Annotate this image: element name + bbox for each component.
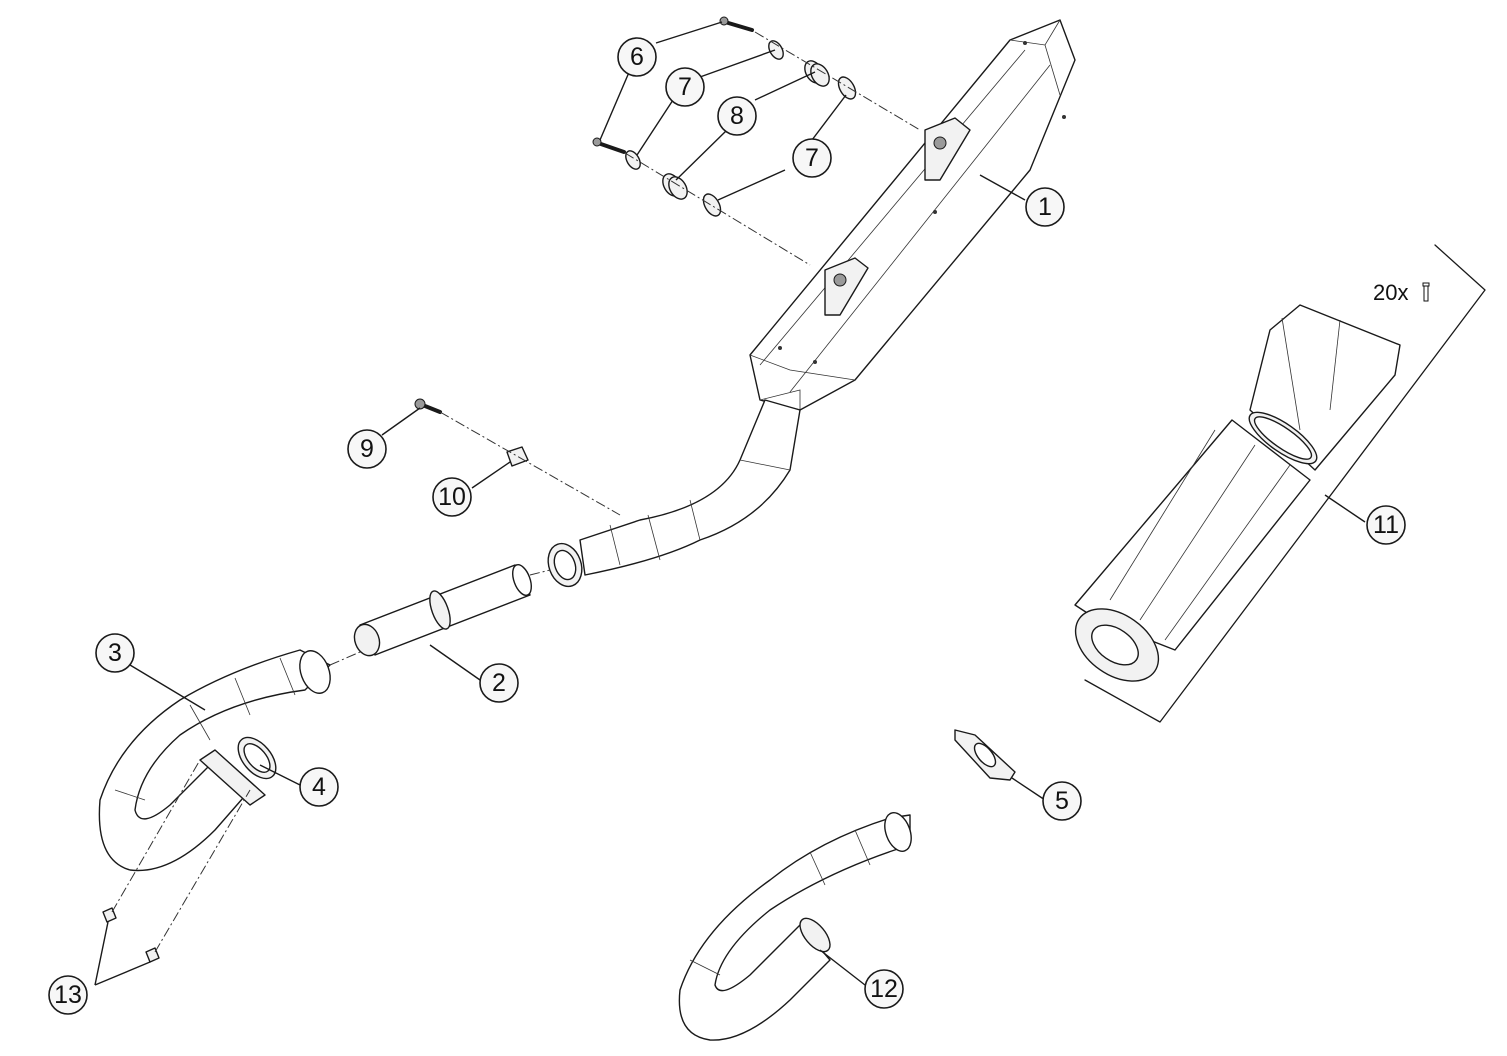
nut-part-13-a <box>102 907 117 923</box>
callout-4: 4 <box>299 767 339 807</box>
callout-label: 4 <box>312 773 326 801</box>
callout-label: 8 <box>730 102 744 130</box>
rivet-quantity-label: 20x <box>1373 280 1408 305</box>
assembly-centerlines <box>111 31 921 953</box>
callout-label: 11 <box>1373 511 1399 539</box>
nut-part-13-b <box>145 947 160 963</box>
washer-part-7-c <box>837 76 857 100</box>
callout-label: 7 <box>805 144 819 172</box>
clip-nut-part-10 <box>506 446 529 467</box>
callout-label: 7 <box>678 73 692 101</box>
callout-13: 13 <box>48 975 88 1015</box>
header-pipe-part-12 <box>678 812 912 1041</box>
callout-label: 13 <box>54 981 82 1009</box>
callout-1: 1 <box>1025 187 1065 227</box>
washer-part-7-a <box>768 40 784 60</box>
leader-lines <box>94 21 1366 986</box>
callout-10: 10 <box>432 477 472 517</box>
callout-5: 5 <box>1042 781 1082 821</box>
rivet-icon <box>1422 282 1430 302</box>
callout-2: 2 <box>479 663 519 703</box>
callout-label: 10 <box>438 483 466 511</box>
callout-label: 2 <box>492 669 506 697</box>
callout-11: 11 <box>1366 505 1406 545</box>
header-pipe-part-3 <box>98 649 331 872</box>
callout-12: 12 <box>864 969 904 1009</box>
callout-6: 6 <box>617 37 657 77</box>
callout-label: 3 <box>108 639 122 667</box>
washer-part-7-d <box>702 193 722 217</box>
callout-7-upper: 7 <box>665 67 705 107</box>
callout-7-right: 7 <box>792 138 832 178</box>
callout-9: 9 <box>347 429 387 469</box>
callout-label: 6 <box>630 43 644 71</box>
bolt-part-9 <box>414 398 442 414</box>
grommet-part-8-upper <box>804 60 830 87</box>
callout-3: 3 <box>95 633 135 673</box>
silencer-part-1 <box>547 19 1076 588</box>
callout-8: 8 <box>717 96 757 136</box>
callout-label: 5 <box>1055 787 1069 815</box>
connector-sleeve-part-2 <box>353 564 532 657</box>
grommet-part-8-lower <box>662 173 688 200</box>
packing-insert-part-11 <box>1074 244 1486 723</box>
callout-label: 1 <box>1038 193 1052 221</box>
bolt-part-6-upper <box>719 16 754 32</box>
flange-gasket-part-5 <box>954 729 1016 781</box>
callout-label: 9 <box>360 435 374 463</box>
bolt-part-6-lower <box>592 137 626 154</box>
callout-label: 12 <box>870 975 898 1003</box>
